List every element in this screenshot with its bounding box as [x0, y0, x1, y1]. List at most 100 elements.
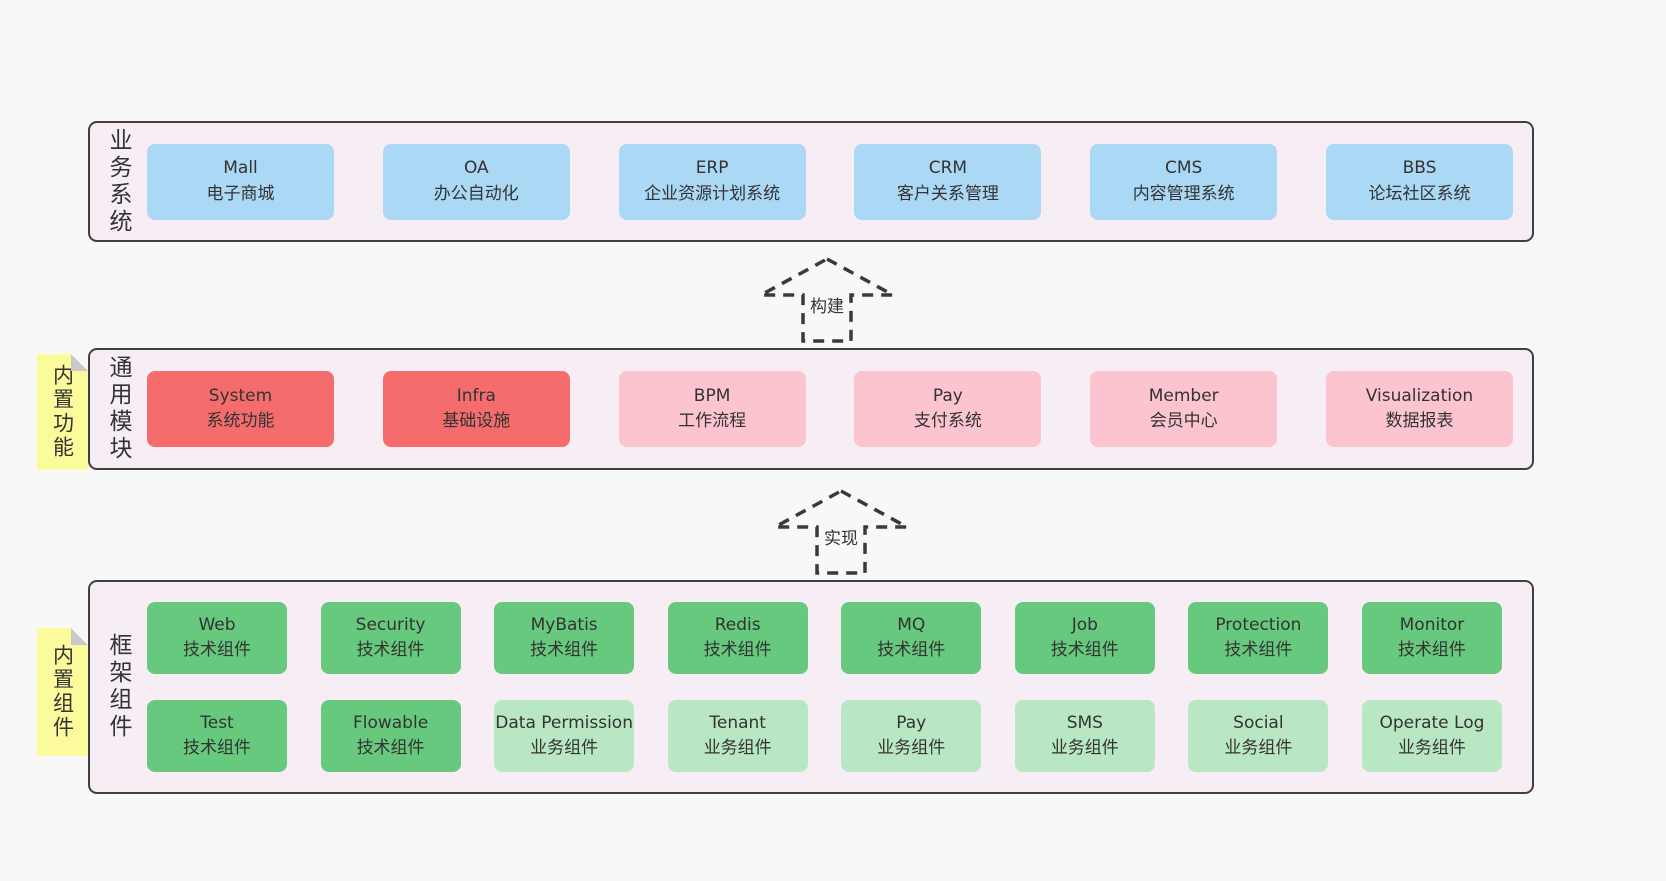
- layer-business-systems: 业务系统 Mall 电子商城 OA 办公自动化 ERP 企业资源计划系统 CRM…: [88, 121, 1534, 242]
- box-name: CRM: [928, 158, 968, 178]
- box-desc: 技术组件: [530, 640, 599, 660]
- box-name: Job: [1071, 614, 1098, 635]
- folded-corner-icon: [71, 628, 88, 645]
- box-pay-system: Pay 支付系统: [854, 371, 1042, 447]
- box-name: Member: [1148, 385, 1219, 406]
- arrow-build: 构建: [758, 256, 896, 344]
- box-name: System: [208, 385, 273, 406]
- box-desc: 技术组件: [1224, 640, 1293, 660]
- box-desc: 内容管理系统: [1132, 183, 1235, 204]
- box-desc: 办公自动化: [433, 183, 519, 204]
- box-desc: 业务组件: [1397, 738, 1466, 758]
- box-name: MQ: [897, 614, 926, 635]
- box-security: Security 技术组件: [320, 602, 461, 674]
- box-desc: 技术组件: [1050, 640, 1119, 660]
- box-mall: Mall 电子商城: [147, 143, 334, 220]
- box-name: Data Permission: [495, 712, 633, 733]
- box-job: Job 技术组件: [1014, 602, 1155, 674]
- box-web: Web 技术组件: [147, 602, 287, 674]
- dashed-up-arrow-icon: [760, 257, 894, 343]
- box-name: Security: [355, 614, 426, 635]
- layer-common-modules: 通用模块 System 系统功能 Infra 基础设施 BPM 工作流程 Pay…: [88, 348, 1534, 470]
- box-test: Test 技术组件: [147, 700, 287, 772]
- box-mq: MQ 技术组件: [841, 602, 982, 674]
- box-visualization: Visualization 数据报表: [1325, 371, 1513, 447]
- box-name: Tenant: [709, 712, 766, 733]
- box-crm: CRM 客户关系管理: [854, 143, 1042, 220]
- box-desc: 业务组件: [1050, 738, 1119, 758]
- box-name: Flowable: [352, 712, 429, 733]
- arrow-implement-label: 实现: [820, 524, 862, 549]
- box-desc: 技术组件: [356, 640, 425, 660]
- box-name: Operate Log: [1379, 712, 1485, 733]
- modules-box-row: System 系统功能 Infra 基础设施 BPM 工作流程 Pay 支付系统…: [147, 371, 1513, 447]
- layer-label-framework: 框架组件: [105, 633, 131, 741]
- box-bpm: BPM 工作流程: [618, 371, 806, 447]
- box-desc: 客户关系管理: [896, 183, 999, 204]
- box-sms: SMS 业务组件: [1014, 700, 1155, 772]
- box-desc: 技术组件: [356, 738, 425, 758]
- box-infra: Infra 基础设施: [382, 371, 570, 447]
- box-operate-log: Operate Log 业务组件: [1361, 700, 1502, 772]
- arrow-implement: 实现: [772, 488, 910, 576]
- box-system: System 系统功能: [147, 371, 334, 447]
- folded-corner-icon: [71, 354, 88, 371]
- box-desc: 技术组件: [1397, 640, 1466, 660]
- box-desc: 数据报表: [1385, 411, 1454, 431]
- box-name: Pay: [932, 385, 963, 406]
- box-redis: Redis 技术组件: [667, 602, 808, 674]
- box-name: Monitor: [1399, 614, 1465, 635]
- box-name: Redis: [714, 614, 761, 635]
- side-tag-text: 内置功能: [50, 364, 75, 460]
- box-pay-component: Pay 业务组件: [841, 700, 982, 772]
- layer-label-modules: 通用模块: [105, 355, 131, 463]
- framework-box-rows: Web 技术组件 Security 技术组件 MyBatis 技术组件 Redi…: [147, 602, 1502, 772]
- side-tag-builtin-components: 内置组件: [37, 628, 88, 756]
- business-box-row: Mall 电子商城 OA 办公自动化 ERP 企业资源计划系统 CRM 客户关系…: [147, 143, 1513, 220]
- box-tenant: Tenant 业务组件: [667, 700, 808, 772]
- box-oa: OA 办公自动化: [382, 143, 570, 220]
- box-name: Visualization: [1365, 385, 1474, 406]
- box-cms: CMS 内容管理系统: [1090, 143, 1278, 220]
- box-desc: 电子商城: [206, 183, 275, 204]
- framework-row-1: Web 技术组件 Security 技术组件 MyBatis 技术组件 Redi…: [147, 602, 1502, 674]
- box-name: Test: [200, 712, 234, 733]
- box-erp: ERP 企业资源计划系统: [618, 143, 806, 220]
- layer-framework-components: 框架组件 Web 技术组件 Security 技术组件 MyBatis 技术组件…: [88, 580, 1534, 794]
- box-name: MyBatis: [530, 614, 598, 635]
- box-name: Infra: [456, 385, 496, 406]
- box-name: Protection: [1215, 614, 1302, 635]
- box-desc: 技术组件: [703, 640, 772, 660]
- side-tag-builtin-features: 内置功能: [37, 354, 88, 470]
- box-desc: 系统功能: [206, 411, 275, 431]
- box-desc: 业务组件: [530, 738, 599, 758]
- box-desc: 技术组件: [183, 640, 251, 660]
- box-desc: 企业资源计划系统: [644, 183, 781, 204]
- box-name: BPM: [693, 385, 731, 406]
- box-desc: 业务组件: [703, 738, 772, 758]
- layer-label-business: 业务系统: [105, 127, 131, 236]
- box-desc: 支付系统: [913, 411, 982, 431]
- box-name: OA: [463, 158, 489, 178]
- box-name: Pay: [896, 712, 927, 733]
- box-name: Web: [198, 614, 236, 635]
- box-bbs: BBS 论坛社区系统: [1325, 143, 1513, 220]
- box-desc: 论坛社区系统: [1368, 183, 1471, 204]
- box-desc: 工作流程: [678, 411, 747, 431]
- box-name: SMS: [1066, 712, 1103, 733]
- box-desc: 业务组件: [877, 738, 946, 758]
- framework-row-2: Test 技术组件 Flowable 技术组件 Data Permission …: [147, 700, 1502, 772]
- box-data-permission: Data Permission 业务组件: [494, 700, 635, 772]
- box-name: Social: [1233, 712, 1284, 733]
- box-desc: 基础设施: [442, 411, 511, 431]
- box-flowable: Flowable 技术组件: [320, 700, 461, 772]
- dashed-up-arrow-icon: [774, 489, 908, 575]
- box-desc: 会员中心: [1149, 411, 1218, 431]
- arrow-build-label: 构建: [806, 292, 848, 317]
- box-monitor: Monitor 技术组件: [1361, 602, 1502, 674]
- box-name: CMS: [1165, 158, 1203, 178]
- box-member: Member 会员中心: [1090, 371, 1278, 447]
- box-mybatis: MyBatis 技术组件: [494, 602, 635, 674]
- box-name: Mall: [223, 158, 258, 178]
